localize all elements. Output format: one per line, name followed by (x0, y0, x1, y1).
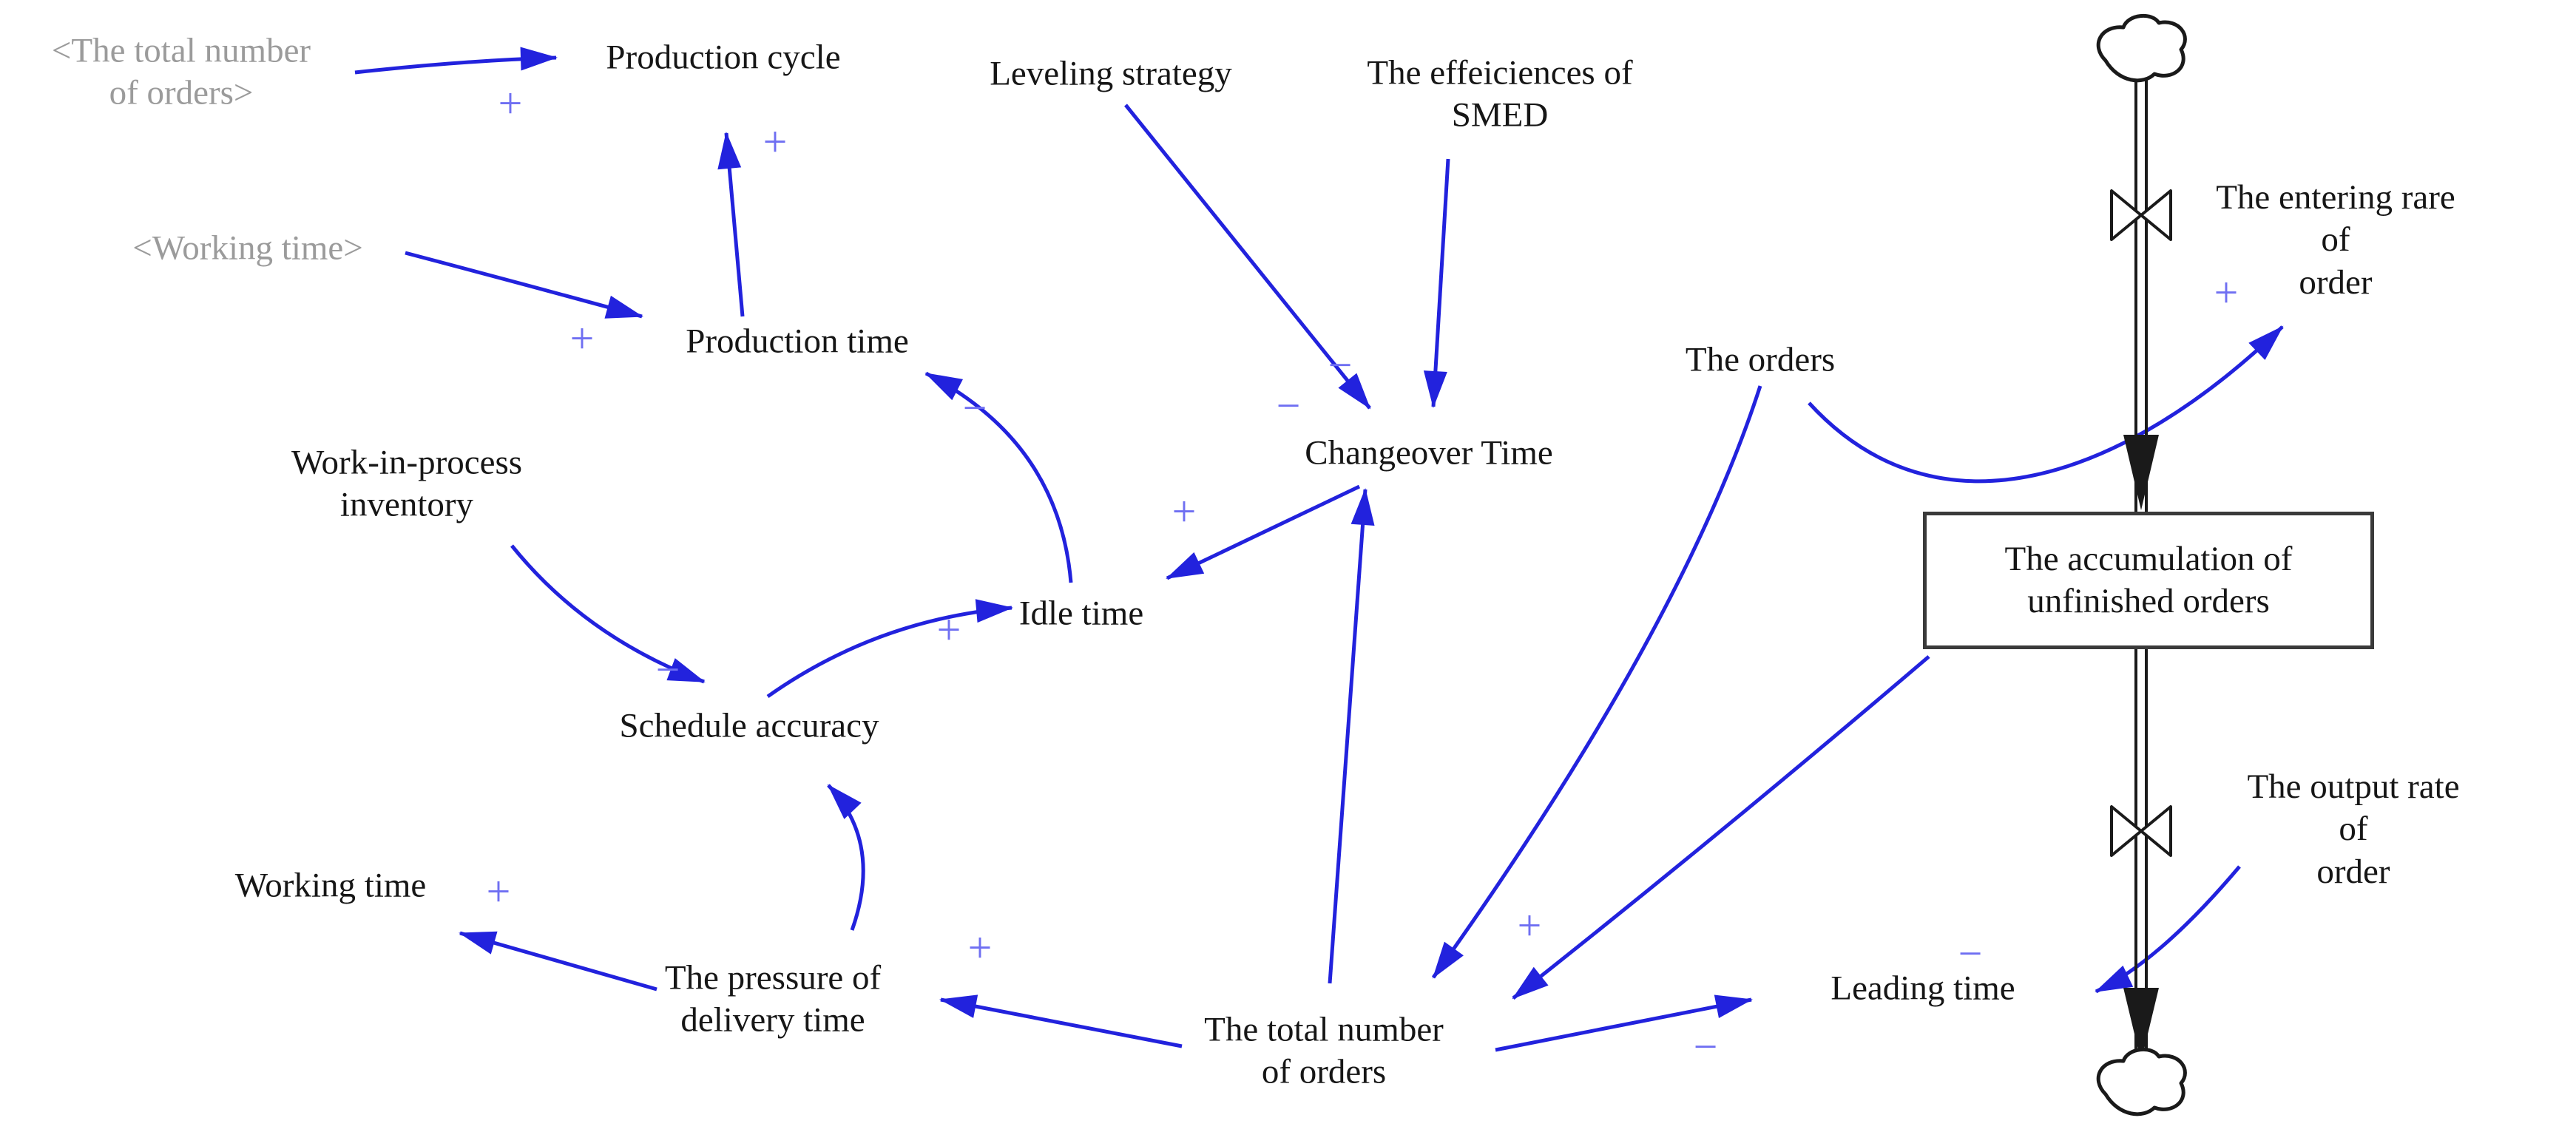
causal-link-orders-to-total (1431, 385, 1762, 979)
node-smed-efficiencies: The effeiciences of SMED (1367, 53, 1633, 135)
causal-link-orders-to-entering (1808, 325, 2284, 484)
node-total-number-of-orders: The total number of orders (1204, 1010, 1444, 1091)
node-pressure-of-delivery-time: The pressure of delivery time (664, 958, 882, 1040)
polarity-sign-ghost-working-to-prodtime: + (569, 314, 595, 362)
causal-link-wip-to-schedule (510, 544, 706, 684)
polarity-sign-accumulation-to-total: + (1517, 901, 1542, 949)
node-leading-time: Leading time (1830, 969, 2015, 1008)
node-working-time: Working time (234, 866, 427, 905)
node-output-rate-of-order: The output rate of order (2247, 767, 2460, 891)
polarity-sign-wip-to-schedule: − (655, 645, 680, 694)
outflow-arrowhead (2123, 988, 2159, 1062)
causal-link-total-to-changeover (1328, 488, 1375, 984)
node-idle-time: Idle time (1018, 594, 1144, 633)
causal-link-schedule-to-idle (766, 599, 1013, 699)
polarity-sign-orders-to-entering: + (2214, 268, 2239, 316)
node-leveling-strategy: Leveling strategy (990, 54, 1232, 93)
polarity-sign-schedule-to-idle: + (936, 606, 961, 654)
polarity-sign-total-to-pressure: + (967, 923, 993, 972)
flow-structure (2096, 13, 2187, 1116)
node-ghost-total-orders: <The total number of orders> (51, 31, 311, 112)
inflow-arrowhead (2123, 435, 2159, 510)
causal-link-pressure-to-schedule (827, 784, 865, 931)
source-cloud-icon (2096, 13, 2187, 83)
node-ghost-working-time: <Working time> (132, 228, 363, 268)
output-rate-valve-icon (2110, 805, 2172, 857)
node-accumulation-of-unfinished-orders: The accumulation of unfinished orders (1923, 512, 2374, 649)
polarity-sign-total-to-leading: − (1693, 1023, 1718, 1071)
causal-link-total-to-pressure (939, 994, 1183, 1048)
causal-link-output-to-leading (2095, 865, 2241, 994)
causal-link-ghost-working-to-prodtime (405, 251, 643, 319)
causal-link-leveling-to-changeover (1124, 104, 1371, 410)
causal-link-changeover-to-idle (1166, 484, 1361, 580)
node-the-orders: The orders (1685, 340, 1836, 379)
polarity-sign-ghost-total-to-cycle: + (498, 79, 523, 127)
causal-link-smed-to-changeover (1423, 158, 1450, 408)
polarity-sign-idle-to-prodtime: − (962, 384, 987, 432)
node-production-cycle: Production cycle (606, 38, 841, 77)
causal-links (354, 47, 2284, 1052)
causal-link-idle-to-prodtime (924, 371, 1073, 583)
causal-link-prodtime-to-cycle (717, 132, 745, 317)
polarity-sign-changeover-to-idle: + (1172, 487, 1197, 535)
node-changeover-time: Changeover Time (1305, 433, 1553, 472)
polarity-sign-pressure-to-working: + (486, 867, 511, 915)
node-production-time: Production time (686, 322, 909, 361)
causal-link-accumulation-to-total (1512, 655, 1930, 1000)
causal-link-pressure-to-working (459, 931, 657, 992)
causal-link-ghost-total-to-cycle (354, 47, 558, 75)
polarity-sign-output-to-leading: − (1958, 929, 1983, 977)
polarity-sign-smed-to-changeover: − (1328, 341, 1353, 389)
sink-cloud-icon (2096, 1047, 2187, 1116)
node-schedule-accuracy: Schedule accuracy (619, 706, 879, 745)
causal-link-total-to-leading (1495, 994, 1753, 1052)
node-entering-rate-of-order: The entering rare of order (2216, 178, 2455, 302)
entering-rate-valve-icon (2110, 189, 2172, 241)
node-work-in-process-inventory: Work-in-process inventory (291, 443, 523, 524)
polarity-sign-prodtime-to-cycle: + (763, 118, 788, 166)
polarity-sign-leveling-to-changeover: − (1276, 382, 1301, 430)
